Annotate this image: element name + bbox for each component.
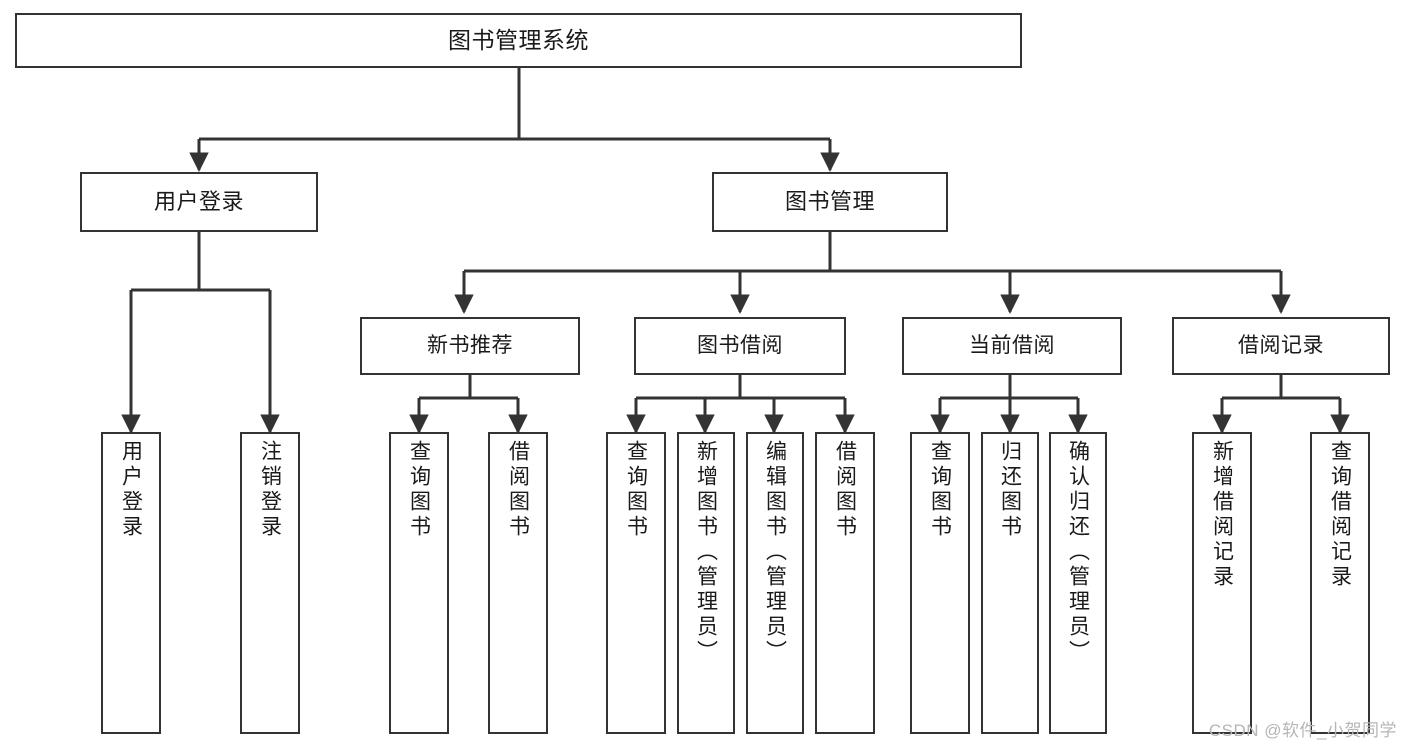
- watermark: CSDN @软件_小贺同学: [1208, 721, 1397, 740]
- node-root[interactable]: 图书管理系统: [15, 13, 1022, 68]
- leaf-br-query-record-label: 查询借阅记录: [1328, 440, 1352, 590]
- node-user-login[interactable]: 用户登录: [80, 172, 318, 232]
- node-root-label: 图书管理系统: [448, 26, 589, 53]
- leaf-nb-query-book[interactable]: 查询图书: [389, 432, 449, 734]
- leaf-nb-borrow-book[interactable]: 借阅图书: [488, 432, 548, 734]
- node-borrow-record[interactable]: 借阅记录: [1172, 317, 1390, 375]
- leaf-bb-borrow-book[interactable]: 借阅图书: [815, 432, 875, 734]
- leaf-bb-query-book-label: 查询图书: [624, 440, 648, 540]
- leaf-cb-confirm-return[interactable]: 确认归还（管理员）: [1049, 432, 1107, 734]
- node-current-borrow-label: 当前借阅: [969, 334, 1055, 358]
- leaf-bb-borrow-book-label: 借阅图书: [833, 440, 857, 540]
- leaf-logout-label: 注销登录: [258, 440, 282, 540]
- leaf-bb-add-book-label: 新增图书（管理员）: [694, 440, 718, 665]
- leaf-bb-edit-book[interactable]: 编辑图书（管理员）: [746, 432, 804, 734]
- leaf-cb-confirm-return-label: 确认归还（管理员）: [1066, 440, 1090, 665]
- leaf-logout[interactable]: 注销登录: [240, 432, 300, 734]
- leaf-br-add-record[interactable]: 新增借阅记录: [1192, 432, 1252, 734]
- node-borrow-record-label: 借阅记录: [1238, 334, 1324, 358]
- leaf-cb-query-book[interactable]: 查询图书: [910, 432, 970, 734]
- node-book-borrow[interactable]: 图书借阅: [634, 317, 846, 375]
- node-book-manage[interactable]: 图书管理: [712, 172, 948, 232]
- leaf-user-login-label: 用户登录: [119, 440, 143, 540]
- leaf-br-add-record-label: 新增借阅记录: [1210, 440, 1234, 590]
- leaf-bb-add-book[interactable]: 新增图书（管理员）: [677, 432, 735, 734]
- leaf-nb-borrow-book-label: 借阅图书: [506, 440, 530, 540]
- leaf-bb-query-book[interactable]: 查询图书: [606, 432, 666, 734]
- node-book-borrow-label: 图书借阅: [697, 334, 783, 358]
- node-current-borrow[interactable]: 当前借阅: [902, 317, 1122, 375]
- node-new-book-recommend[interactable]: 新书推荐: [360, 317, 580, 375]
- node-user-login-label: 用户登录: [153, 188, 244, 214]
- leaf-user-login[interactable]: 用户登录: [101, 432, 161, 734]
- node-new-book-recommend-label: 新书推荐: [427, 334, 513, 358]
- leaf-cb-return-book-label: 归还图书: [998, 440, 1022, 540]
- leaf-br-query-record[interactable]: 查询借阅记录: [1310, 432, 1370, 734]
- leaf-cb-return-book[interactable]: 归还图书: [981, 432, 1039, 734]
- leaf-nb-query-book-label: 查询图书: [407, 440, 431, 540]
- leaf-bb-edit-book-label: 编辑图书（管理员）: [763, 440, 787, 665]
- leaf-cb-query-book-label: 查询图书: [928, 440, 952, 540]
- node-book-manage-label: 图书管理: [784, 188, 875, 214]
